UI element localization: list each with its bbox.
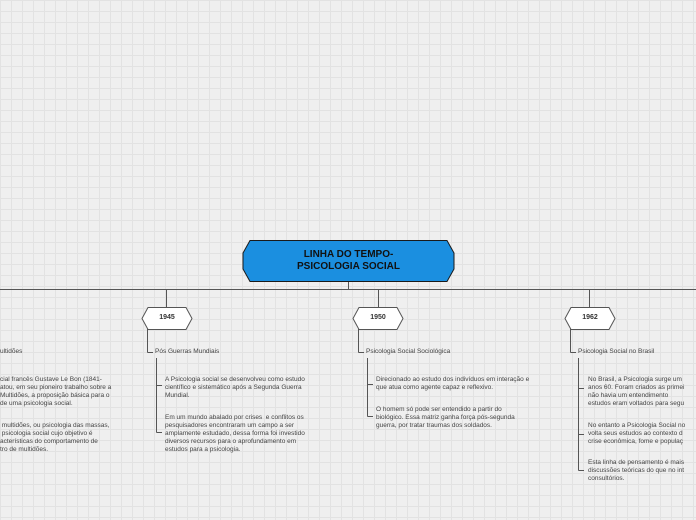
year-node-shape-1950 xyxy=(352,307,404,330)
detail-text[interactable]: O homem só pode ser entendido a partir d… xyxy=(376,406,515,429)
year-node-1962[interactable]: 1962 xyxy=(582,314,598,321)
year-node-1945[interactable]: 1945 xyxy=(159,314,175,321)
detail-text[interactable]: Direcionado ao estudo dos indivíduos em … xyxy=(376,376,530,391)
detail-text[interactable]: No entanto a Psicologia Social no volta … xyxy=(588,422,686,445)
branch-label-psicologia-brasil[interactable]: Psicologia Social no Brasil xyxy=(578,348,655,355)
title-node-shape xyxy=(242,240,455,282)
detail-text[interactable]: Esta linha de pensamento é mais discussõ… xyxy=(588,459,685,482)
year-node-1950[interactable]: 1950 xyxy=(370,314,386,321)
detail-text[interactable]: A Psicologia social se desenvolveu como … xyxy=(165,376,305,399)
detail-text[interactable]: multidões, ou psicologia das massas, psi… xyxy=(0,422,110,453)
central-topic-title[interactable]: LINHA DO TEMPO- PSICOLOGIA SOCIAL xyxy=(297,248,400,272)
branch-label-multidoes[interactable]: ultidões xyxy=(0,348,23,355)
detail-text[interactable]: cial francês Gustave Le Bon (1841- atou,… xyxy=(0,376,112,407)
year-node-shape-1962 xyxy=(564,307,616,330)
branch-label-psicologia-sociologica[interactable]: Psicologia Social Sociológica xyxy=(366,348,451,355)
year-node-shape-1945 xyxy=(141,307,193,330)
branch-label-pos-guerras[interactable]: Pós Guerras Mundiais xyxy=(155,348,220,355)
detail-text[interactable]: No Brasil, a Psicologia surge um anos 60… xyxy=(588,376,685,407)
detail-text[interactable]: Em um mundo abalado por crises e conflit… xyxy=(165,414,305,453)
